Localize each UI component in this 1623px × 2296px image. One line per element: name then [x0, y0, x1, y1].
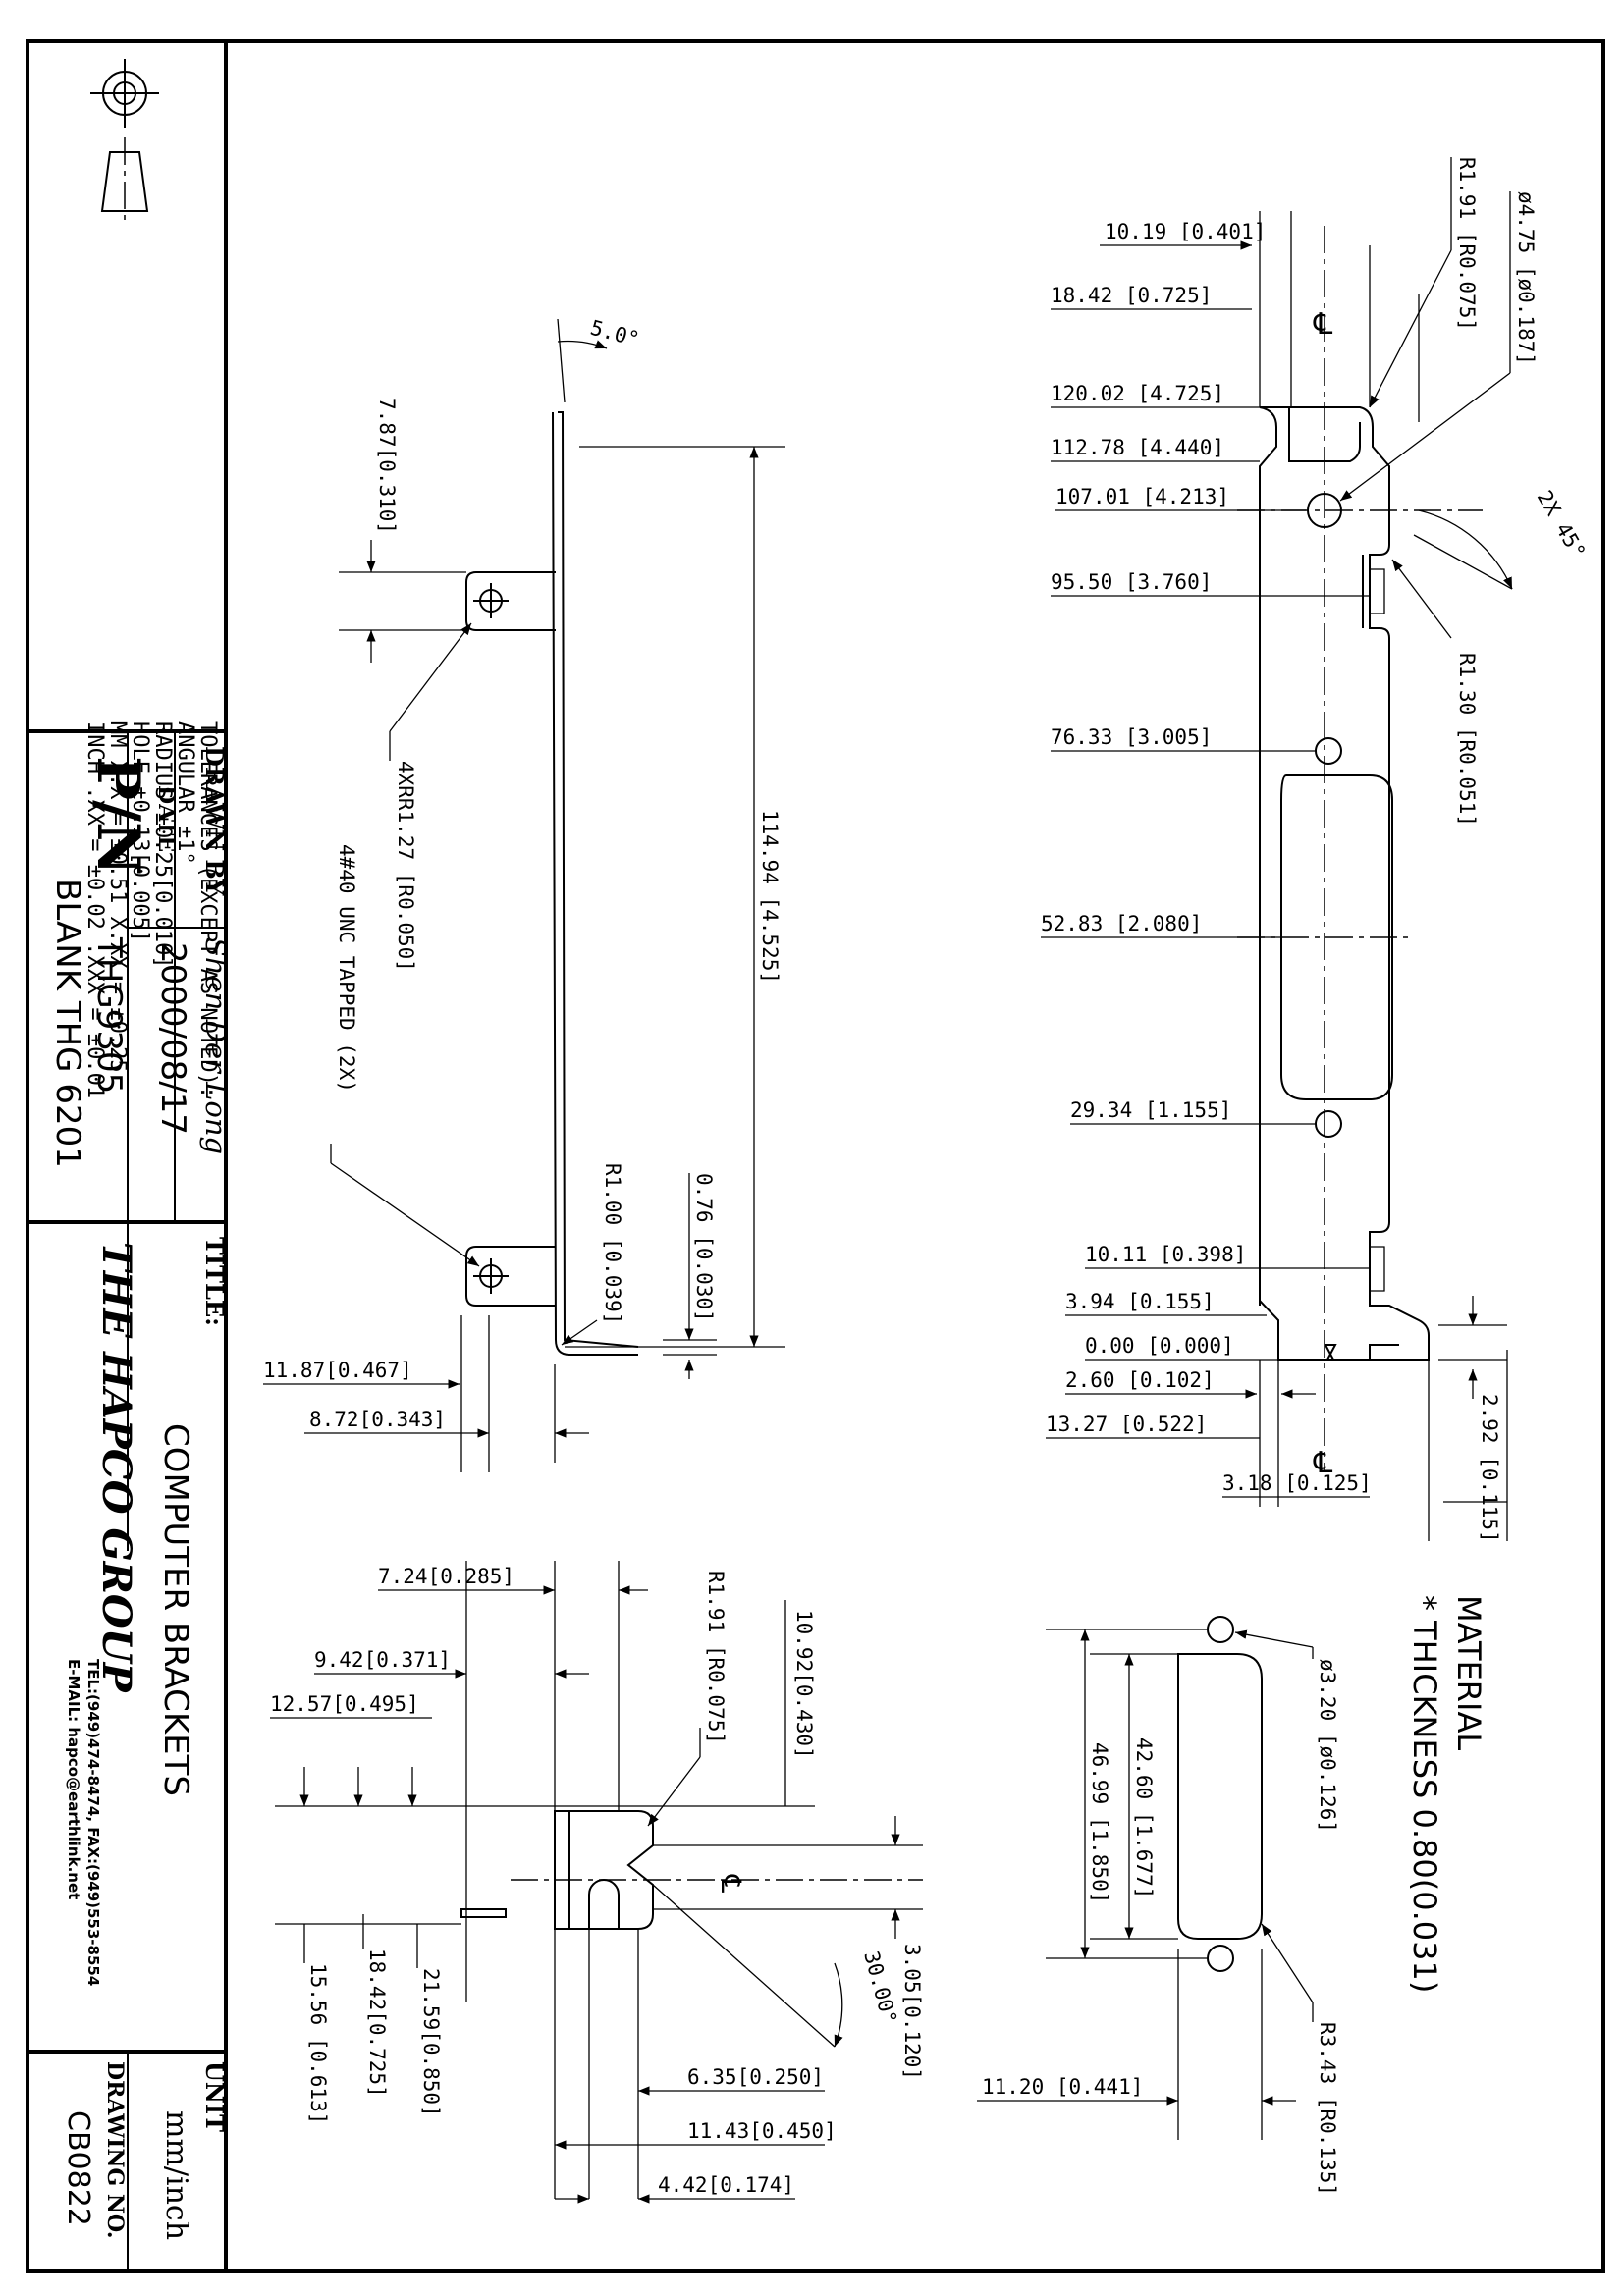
dim-hole-475: ø4.75 [ø0.187]	[1514, 191, 1538, 365]
pn-value: THG9305	[89, 936, 129, 1094]
dim-95-50: 95.50 [3.760]	[1051, 570, 1212, 594]
title-label: TITLE:	[200, 1237, 229, 1326]
top-profile	[554, 1810, 654, 1930]
dsub-dim-hole: ø3.20 [ø0.126]	[1316, 1659, 1339, 1833]
top-centerline: ℄	[715, 1874, 747, 1893]
top-dim-11-43: 11.43[0.450]	[687, 2119, 837, 2143]
side-dim-7-87: 7.87[0.310]	[375, 398, 399, 534]
side-view: 5.0° 7.87[0.310] 114.94 [4.525] 4XRR1.27…	[263, 316, 785, 1472]
date-label: DATE	[153, 785, 179, 852]
top-dim-4-42: 4.42[0.174]	[658, 2173, 794, 2197]
dim-3-94: 3.94 [0.155]	[1065, 1290, 1215, 1313]
tolerance-angular: ANGULAR ±1°	[173, 721, 197, 865]
dim-0-00: 0.00 [0.000]	[1085, 1334, 1234, 1358]
side-dim-114-94: 114.94 [4.525]	[758, 810, 782, 984]
drawing-no-label: DRAWING NO.	[102, 2061, 128, 2239]
top-dim-15-56: 15.56 [0.613]	[306, 1963, 330, 2124]
front-centerline-bottom: ℄	[1313, 1446, 1332, 1480]
dim-13-27: 13.27 [0.522]	[1046, 1413, 1207, 1436]
top-angle: 30.00°	[859, 1949, 901, 2026]
blank-value: BLANK THG 6201	[48, 879, 87, 1168]
dsub-cutout	[1280, 774, 1393, 1100]
dsub-lower-hole	[1207, 1945, 1234, 1972]
date-value: 2000/08/17	[153, 942, 192, 1135]
company-name: THE HAPCO GROUP	[93, 1242, 139, 1694]
side-dim-8-72: 8.72[0.343]	[309, 1408, 446, 1431]
unit-value: mm/inch	[159, 2110, 193, 2240]
lower-tab	[465, 1246, 556, 1307]
side-dim-11-87: 11.87[0.467]	[263, 1359, 412, 1382]
company-tel: TEL:(949)474-8474, FAX:(949)553-8554	[84, 1659, 102, 1986]
dim-10-11: 10.11 [0.398]	[1085, 1243, 1246, 1266]
title-block: TOLERANCES (EXCEPT AS NOTED): ANGULAR ±1…	[27, 41, 233, 2271]
material-thickness: * THICKNESS 0.80(0.031)	[1406, 1595, 1443, 1993]
unit-label: UNIT	[200, 2061, 229, 2132]
dsub-upper-hole	[1207, 1616, 1234, 1643]
dsub-dim-42-60: 42.60 [1.677]	[1132, 1737, 1156, 1898]
top-view: ℄ 30.00° 7.24[0.285] 9.42[0.371] 12.57[0…	[270, 1561, 924, 2204]
dim-2-60: 2.60 [0.102]	[1065, 1368, 1215, 1392]
drawn-by-value: Shen Der Long	[199, 937, 233, 1154]
dim-18-42: 18.42 [0.725]	[1051, 284, 1212, 307]
side-profile	[552, 411, 639, 1356]
dim-52-83: 52.83 [2.080]	[1041, 912, 1202, 935]
top-dim-21-59: 21.59[0.850]	[419, 1968, 443, 2117]
company-email: E-MAIL: hapco@earthlink.net	[65, 1659, 82, 1899]
dim-chamfer: 2X 45°	[1533, 487, 1591, 563]
bracket-outline	[1259, 406, 1430, 1361]
dim-r1-30: R1.30 [R0.051]	[1455, 653, 1479, 827]
upper-tab	[465, 571, 556, 631]
side-dim-0-76: 0.76 [0.030]	[692, 1173, 716, 1322]
drawn-by-label: DRAWN BY	[200, 746, 229, 896]
top-dim-6-35: 6.35[0.250]	[687, 2065, 824, 2089]
material-heading: MATERIAL	[1450, 1595, 1488, 1750]
tolerance-hole: HOLE ±0.13[0.005]	[128, 721, 152, 942]
title-value: COMPUTER BRACKETS	[156, 1423, 195, 1796]
side-dim-r1-00: R1.00 [0.039]	[601, 1163, 624, 1324]
dim-120-02: 120.02 [4.725]	[1051, 382, 1224, 405]
dsub-detail: 46.99 [1.850] 42.60 [1.677] ø3.20 [ø0.12…	[977, 1616, 1339, 2196]
top-dim-9-42: 9.42[0.371]	[314, 1648, 451, 1672]
tolerance-heading: TOLERANCES (EXCEPT AS NOTED):	[195, 721, 220, 1098]
dim-107-01: 107.01 [4.213]	[1055, 485, 1229, 508]
tolerance-mm: MM X.X = ±0.51 X.XX = ±0.25	[105, 721, 130, 1073]
top-dim-r1-91: R1.91 [R0.075]	[704, 1571, 728, 1744]
dim-3-18: 3.18 [0.125]	[1222, 1471, 1372, 1495]
side-dim-radii: 4XRR1.27 [R0.050]	[394, 761, 417, 972]
top-dim-12-57: 12.57[0.495]	[270, 1692, 419, 1716]
dim-76-33: 76.33 [3.005]	[1051, 725, 1212, 749]
top-dim-10-92: 10.92[0.430]	[792, 1610, 816, 1759]
dsub-dim-11-20: 11.20 [0.441]	[982, 2075, 1143, 2099]
dim-10-19: 10.19 [0.401]	[1105, 220, 1266, 243]
projection-symbol	[90, 59, 159, 224]
dim-29-34: 29.34 [1.155]	[1070, 1098, 1231, 1122]
tolerance-radius: RADIUS ±0.25[0.010]	[150, 721, 175, 969]
dsub-dim-46-99: 46.99 [1.850]	[1088, 1742, 1111, 1903]
top-dim-7-24: 7.24[0.285]	[378, 1565, 514, 1588]
front-centerline-top: ℄	[1313, 307, 1332, 342]
front-view: ℄ ℄ 10.19 [0.401] 18.42 [0.725] 120.02 […	[1041, 157, 1590, 1543]
dsub-outline	[1177, 1653, 1263, 1940]
dim-112-78: 112.78 [4.440]	[1051, 436, 1224, 459]
dim-2-92: 2.92 [0.115]	[1478, 1394, 1501, 1543]
pn-label: P/N	[83, 756, 152, 876]
lower-small-hole	[1315, 1110, 1342, 1138]
side-dim-tapped: 4#40 UNC TAPPED (2X)	[335, 844, 358, 1093]
top-dim-18-42: 18.42[0.725]	[365, 1949, 389, 2098]
side-angle: 5.0°	[588, 316, 642, 351]
upper-small-hole	[1315, 737, 1342, 765]
drawing-no-value: CB0822	[61, 2110, 95, 2226]
sheet-border	[26, 39, 1605, 2273]
top-dim-3-05: 3.05[0.120]	[900, 1944, 924, 2080]
tolerance-inch: INCH .XX = ±0.02 .XXX = ±0.01	[82, 721, 107, 1098]
dim-r1-91: R1.91 [R0.075]	[1455, 157, 1479, 331]
dsub-dim-r3-43: R3.43 [R0.135]	[1316, 2022, 1339, 2196]
